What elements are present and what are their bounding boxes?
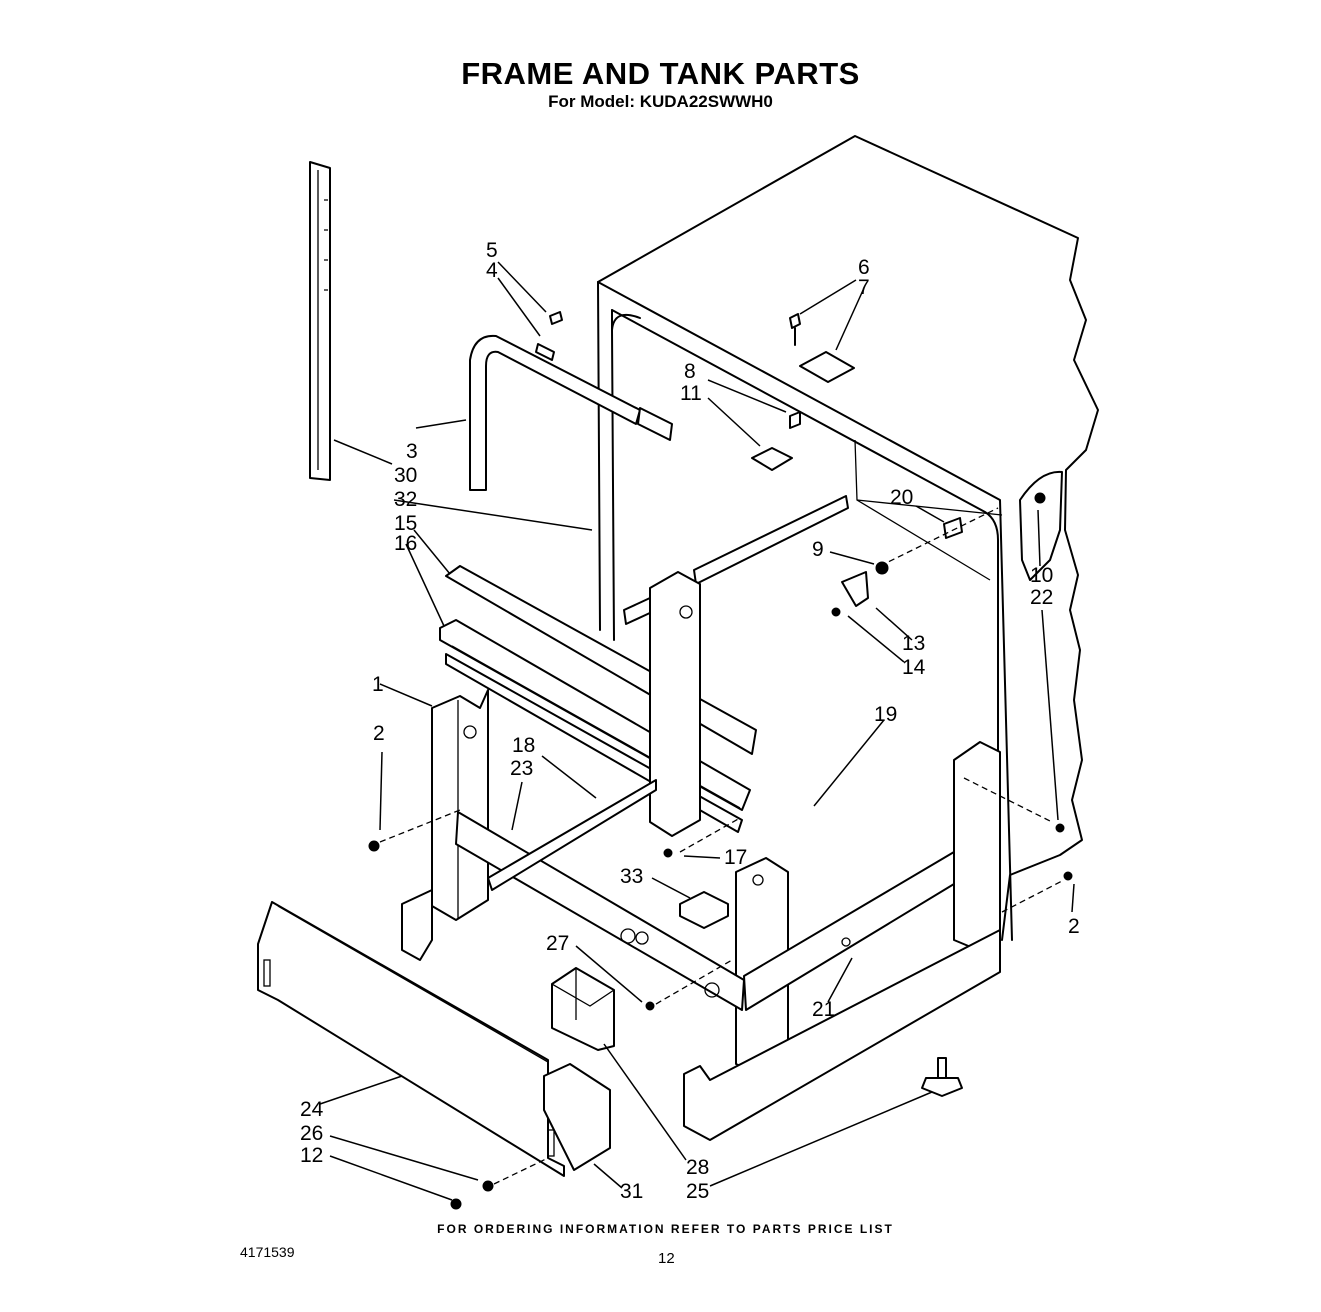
callout-4: 4	[486, 259, 498, 282]
small-fasteners-top	[549, 311, 855, 471]
callout-25: 25	[686, 1180, 709, 1203]
callout-22: 22	[1030, 586, 1053, 609]
callout-31: 31	[620, 1180, 643, 1203]
part-33-pad	[679, 891, 729, 929]
callout-6: 6	[858, 256, 870, 279]
ordering-note: FOR ORDERING INFORMATION REFER TO PARTS …	[437, 1222, 894, 1236]
callout-17: 17	[724, 846, 747, 869]
callout-15: 15	[394, 512, 417, 535]
callout-18: 18	[512, 734, 535, 757]
callout-3: 3	[406, 440, 418, 463]
frame-assembly	[401, 571, 1001, 1141]
callout-1: 1	[372, 673, 384, 696]
callout-12: 12	[300, 1144, 323, 1167]
callout-27: 27	[546, 932, 569, 955]
callout-13: 13	[902, 632, 925, 655]
callout-7: 7	[858, 276, 870, 299]
callout-16: 16	[394, 532, 417, 555]
callout-32: 32	[394, 488, 417, 511]
callout-9: 9	[812, 538, 824, 561]
part-30-side-strip	[309, 161, 331, 481]
part-24-panel	[257, 901, 565, 1177]
callout-2-right: 2	[1068, 915, 1080, 938]
callout-28: 28	[686, 1156, 709, 1179]
callout-14: 14	[902, 656, 926, 679]
callout-30: 30	[394, 464, 417, 487]
callout-21: 21	[812, 998, 835, 1021]
callout-2-left: 2	[373, 722, 385, 745]
tank	[597, 135, 1099, 941]
part-25-leveling-leg	[921, 1057, 963, 1097]
callout-8: 8	[684, 360, 696, 383]
screws	[368, 492, 1073, 1210]
callout-5: 5	[486, 239, 498, 262]
callout-20: 20	[890, 486, 913, 509]
callout-33: 33	[620, 865, 643, 888]
part-28-box	[551, 967, 615, 1051]
part-31-insulation	[543, 1063, 611, 1171]
callout-labels: 5 4 6 7 8 11 3 30 32 15 16 1 2 20 9 10 2…	[300, 239, 1080, 1203]
page-number: 12	[658, 1250, 675, 1267]
part-3-tube	[469, 334, 673, 491]
callout-11: 11	[680, 382, 702, 405]
callout-23: 23	[510, 757, 533, 780]
model-subtitle: For Model: KUDA22SWWH0	[548, 92, 773, 111]
callout-10: 10	[1030, 564, 1053, 587]
assembly-lines	[379, 507, 1065, 1185]
page-title: FRAME AND TANK PARTS	[461, 56, 860, 91]
callout-19: 19	[874, 703, 897, 726]
callout-26: 26	[300, 1122, 323, 1145]
callout-24: 24	[300, 1098, 324, 1121]
document-number: 4171539	[240, 1244, 295, 1260]
leader-lines	[319, 261, 1075, 1201]
